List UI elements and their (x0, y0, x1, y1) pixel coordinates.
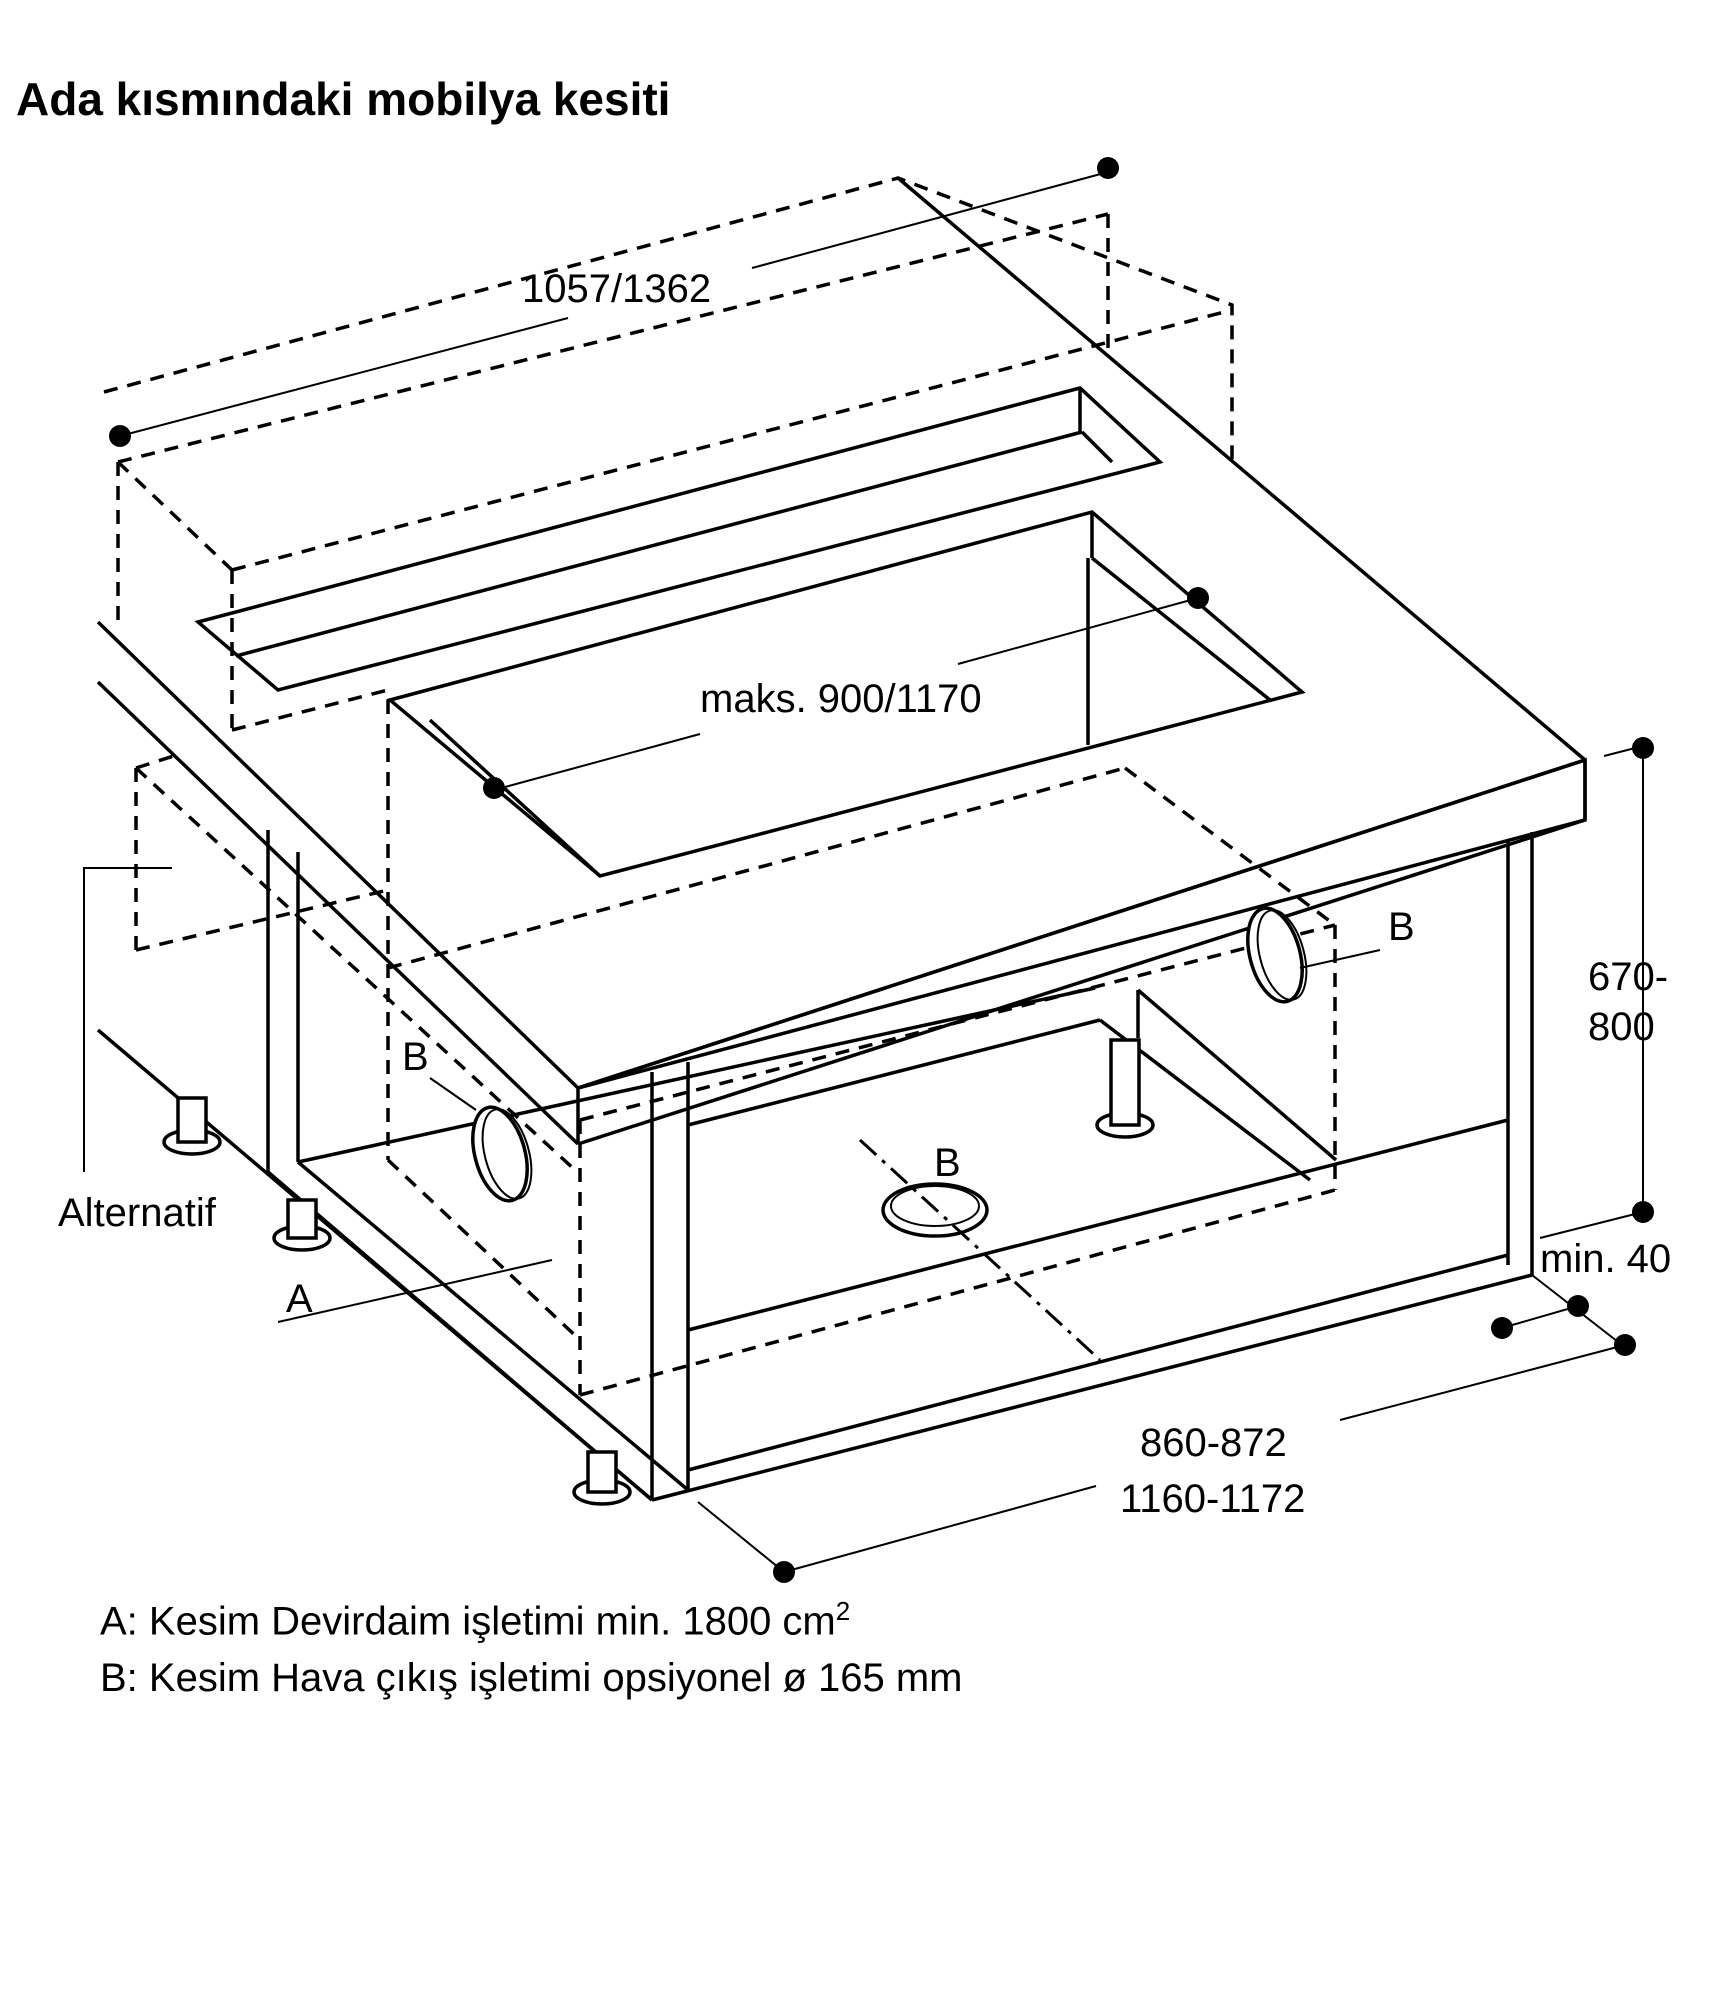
height-label-line1: 670- (1588, 955, 1668, 999)
depth-label-line2: 1160-1172 (1120, 1477, 1305, 1521)
height-label-line2: 800 (1588, 1005, 1655, 1049)
cutout-width-label: maks. 900/1170 (700, 677, 982, 721)
foot-front (572, 1450, 632, 1506)
dimension-point (1632, 1201, 1654, 1223)
cabinet-feet (162, 1038, 1155, 1506)
foot-left-back (162, 1096, 222, 1156)
marker-b-left: B (402, 1035, 429, 1079)
legend-a-text: A: Kesim Devirdaim işletimi min. 1800 cm (100, 1599, 836, 1644)
dimension-point (1567, 1295, 1589, 1317)
hob-cutout (386, 510, 1306, 878)
legend-a-superscript: 2 (835, 1596, 851, 1626)
dimension-point (1187, 587, 1209, 609)
dashed-alternative-cabinet (134, 752, 577, 1172)
dimension-point (1632, 737, 1654, 759)
dimension-lines (83, 157, 1654, 1583)
foot-left-front (272, 1198, 332, 1252)
marker-b-right: B (1388, 905, 1415, 949)
downdraft-slot-cutout (194, 386, 1164, 692)
countertop (96, 176, 1587, 1146)
dimension-point (1097, 157, 1119, 179)
legend-b: B: Kesim Hava çıkış işletimi opsiyonel ø… (100, 1656, 963, 1700)
overall-width-label: 1057/1362 (522, 267, 711, 311)
dimension-point (773, 1561, 795, 1583)
page-title: Ada kısmındaki mobilya kesiti (16, 73, 671, 125)
diagram-labels: 1057/1362 maks. 900/1170 670- 800 min. 4… (58, 267, 1671, 1521)
marker-a: A (286, 1277, 313, 1321)
dimension-point (1491, 1317, 1513, 1339)
min-clearance-label: min. 40 (1540, 1237, 1671, 1281)
alternative-label: Alternatif (58, 1191, 217, 1235)
marker-b-bottom: B (934, 1141, 961, 1185)
legend-a: A: Kesim Devirdaim işletimi min. 1800 cm… (100, 1596, 850, 1644)
dashed-hob-housing (386, 700, 1337, 1397)
dimension-point (109, 425, 131, 447)
depth-label-line1: 860-872 (1140, 1421, 1287, 1465)
dashed-installation-envelope (103, 176, 1234, 732)
foot-inner-back (1095, 1038, 1155, 1139)
air-outlet-cutouts (471, 906, 1308, 1362)
dimension-point (483, 777, 505, 799)
